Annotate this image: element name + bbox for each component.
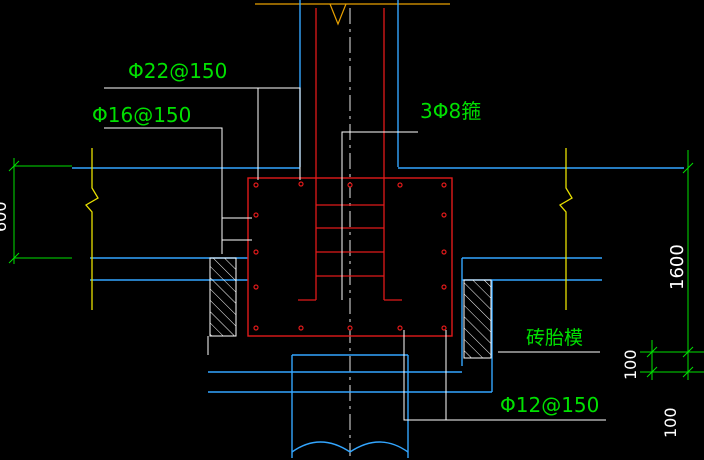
column-top [255,3,450,26]
column-walls [299,0,399,167]
break-lines [84,148,573,310]
label-stirrup: 3Φ8箍 [420,99,481,123]
label-rebar-side: Φ16@150 [92,103,191,127]
column-rebar [298,8,402,301]
slab-outlines [72,167,684,393]
rebar-dots [253,181,447,331]
brick-mold [209,257,492,359]
dimension-right-low: 100 [661,407,680,438]
dimension-right-main: 1600 [667,244,688,290]
label-rebar-top: Φ22@150 [128,59,227,83]
dimension-right-mid: 100 [621,349,640,380]
pile [291,354,409,458]
dimension-lines [8,150,704,380]
leader-lines [104,87,606,421]
dimension-left: 600 [0,201,10,232]
pile-cap-outline [247,177,453,337]
label-brick-mold: 砖胎模 [526,327,583,349]
label-rebar-bottom: Φ12@150 [500,393,599,417]
